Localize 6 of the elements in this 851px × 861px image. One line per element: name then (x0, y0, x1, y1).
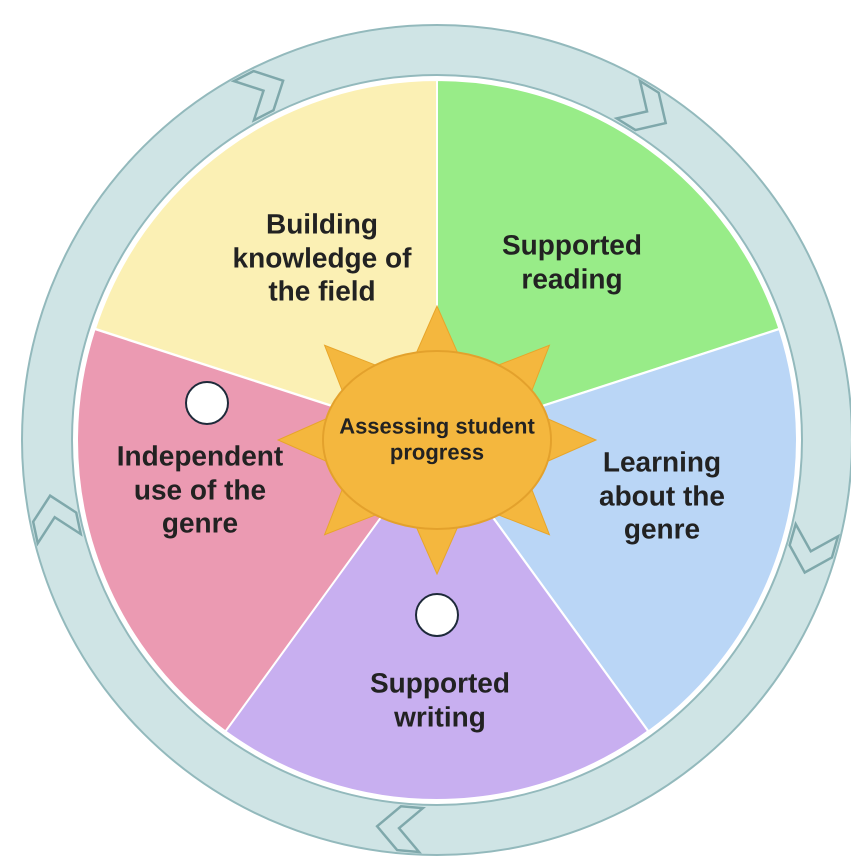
segment-label: Independent use of the genre (116, 440, 284, 540)
center-label: Assessing student progress (338, 414, 536, 466)
segment-label: Supported reading (501, 228, 643, 296)
segment-label: Supported writing (368, 666, 511, 734)
segment-label: Learning about the genre (598, 446, 726, 546)
segment-label: Building knowledge of the field (232, 208, 412, 308)
